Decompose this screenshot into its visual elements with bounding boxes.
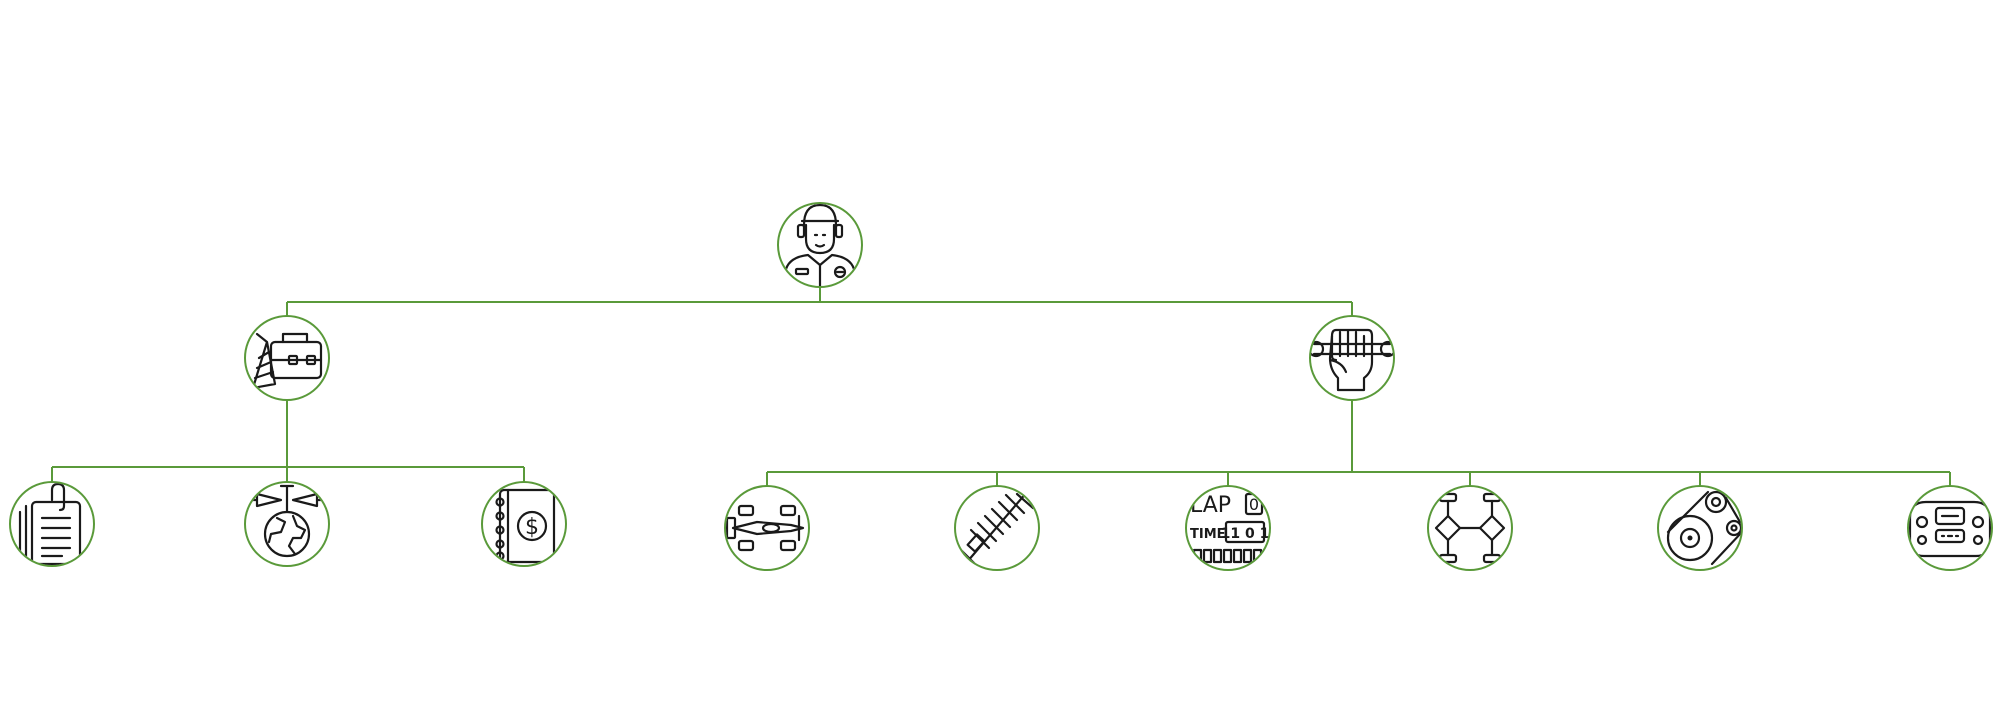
formula-car-icon bbox=[726, 504, 805, 552]
root-node bbox=[777, 202, 863, 288]
connector-lines bbox=[51, 287, 1951, 486]
child-node-1-3 bbox=[1427, 485, 1513, 571]
engine-belt-pulley-icon bbox=[1666, 490, 1741, 566]
child-node-1-5 bbox=[1907, 485, 1993, 571]
branch-node-0-ring bbox=[244, 315, 330, 401]
child-node-0-1 bbox=[244, 481, 330, 567]
lap-counter-value: 0 bbox=[1249, 495, 1259, 514]
lap-label: LAP bbox=[1190, 493, 1231, 518]
budget-money-icon: $ bbox=[495, 488, 556, 564]
child-node-1-4-ring bbox=[1657, 485, 1743, 571]
child-node-1-1 bbox=[954, 485, 1040, 571]
child-node-1-0-ring bbox=[724, 485, 810, 571]
time-digits-value: 11 0 1 bbox=[1221, 526, 1270, 542]
clipboard-document-icon bbox=[18, 483, 82, 565]
child-node-0-0 bbox=[9, 481, 95, 567]
child-node-1-4 bbox=[1657, 485, 1743, 571]
race-engineer-icon bbox=[784, 204, 856, 286]
svg-text:$: $ bbox=[525, 515, 539, 540]
child-node-0-2: $ bbox=[481, 481, 567, 567]
child-node-1-5-ring bbox=[1907, 485, 1993, 571]
time-label: TIME bbox=[1190, 527, 1226, 542]
globe-network-icon bbox=[246, 484, 328, 558]
child-node-1-0 bbox=[724, 485, 810, 571]
branch-node-1 bbox=[1309, 315, 1395, 401]
business-briefcase-icon bbox=[251, 332, 323, 390]
branch-node-1-ring bbox=[1309, 315, 1395, 401]
branch-node-0 bbox=[244, 315, 330, 401]
fist-wrench-icon bbox=[1311, 328, 1393, 392]
chassis-layout-icon bbox=[1434, 492, 1506, 564]
